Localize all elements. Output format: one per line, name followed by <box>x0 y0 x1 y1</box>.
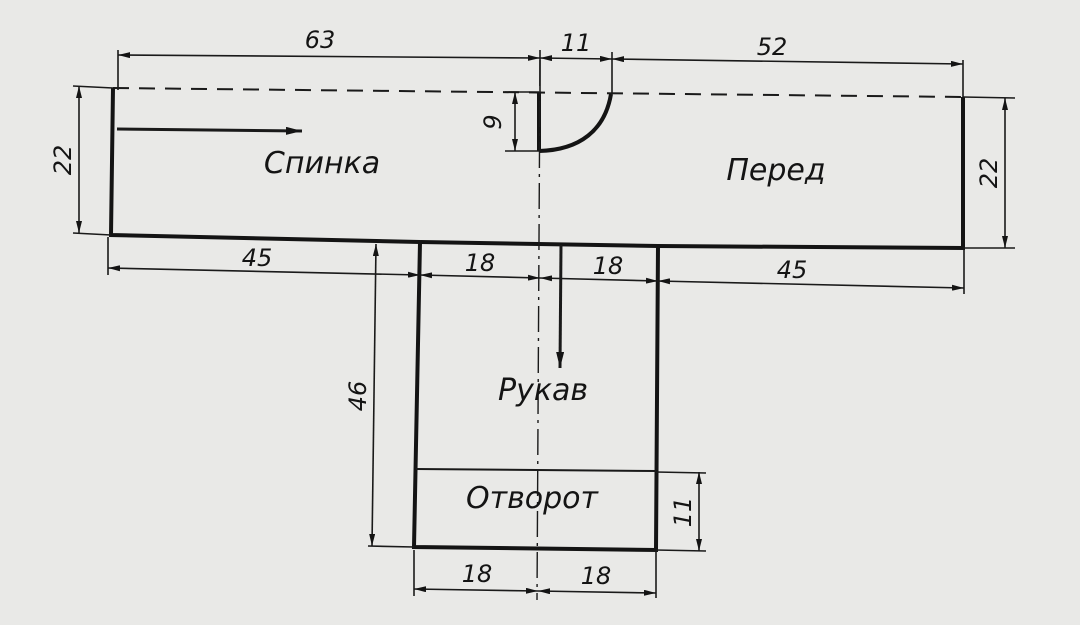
dim-sleeve-half-right: 18 <box>593 252 624 280</box>
dim-cuff-half-left: 18 <box>462 560 493 588</box>
dim-line-45-right <box>657 278 965 291</box>
dim-front-length: 52 <box>757 33 788 61</box>
dim-line-18-left <box>419 272 541 281</box>
grain-arrow-back <box>116 126 303 135</box>
grain-arrow-sleeve <box>556 244 565 369</box>
label-sleeve: Рукав <box>498 373 588 408</box>
label-back: Спинка <box>264 146 380 181</box>
dim-body-height-left: 22 <box>49 145 77 176</box>
dim-line-18-cuff-right <box>537 588 657 596</box>
sleeve-outline <box>411 241 660 553</box>
sleeve-piece <box>411 241 660 553</box>
cuff-fold-line <box>415 468 657 472</box>
dim-cuff-height: 11 <box>669 497 697 528</box>
dim-back-length: 63 <box>305 26 336 54</box>
label-cuff: Отворот <box>466 481 600 516</box>
dim-cuff-half-right: 18 <box>581 562 612 590</box>
center-line <box>536 59 541 601</box>
dim-sleeve-length: 46 <box>344 381 372 412</box>
dim-sleeve-half-left: 18 <box>465 249 496 277</box>
dim-line-18-cuff-left <box>413 586 539 594</box>
dim-line-45-left <box>107 265 421 278</box>
dim-line-63 <box>117 52 541 61</box>
dim-line-52 <box>611 56 964 67</box>
dim-neck-width: 11 <box>561 29 592 57</box>
extension-lines <box>72 50 1016 598</box>
dimension-lines <box>76 52 1008 596</box>
dim-body-bottom-left: 45 <box>242 244 273 272</box>
neck-opening <box>537 92 613 153</box>
dim-line-18-right <box>539 275 659 284</box>
dim-line-46 <box>369 243 379 547</box>
dim-line-11 <box>539 55 613 62</box>
dimension-labels: 63 11 52 9 22 22 45 18 18 45 46 11 18 18 <box>49 26 1003 590</box>
piece-labels: Спинка Перед Рукав Отворот <box>264 146 826 516</box>
dim-neck-depth: 9 <box>479 114 507 129</box>
dim-body-height-right: 22 <box>975 158 1003 189</box>
dim-body-bottom-right: 45 <box>777 256 808 284</box>
label-front: Перед <box>726 153 825 188</box>
